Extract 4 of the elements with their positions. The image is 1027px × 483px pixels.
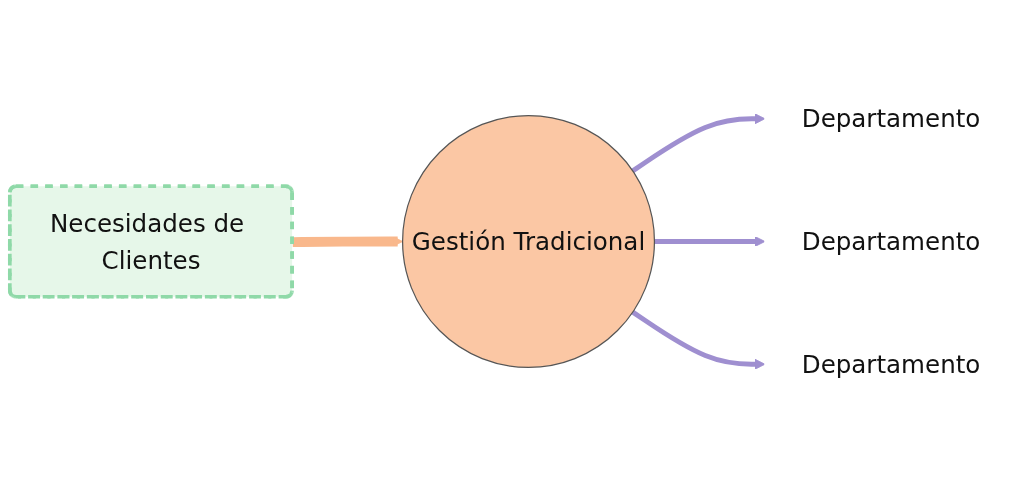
node-text: Departamento [801, 226, 981, 257]
node-text: Departamento [801, 104, 981, 134]
node-circle: Gestión Tradicional [401, 114, 656, 369]
node-text: Departamento [801, 349, 981, 379]
